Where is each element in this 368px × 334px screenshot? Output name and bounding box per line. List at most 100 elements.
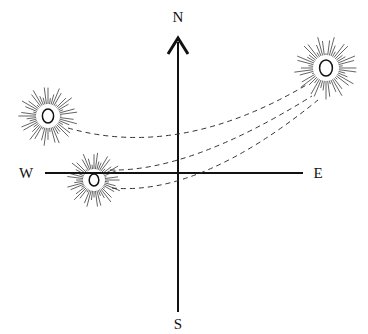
sun-ray	[48, 88, 49, 104]
sun-ray	[312, 72, 314, 74]
sun-ray	[18, 116, 36, 117]
sun-ray	[21, 112, 36, 114]
sun-ray	[69, 173, 84, 177]
sun-ray	[308, 45, 318, 58]
sun-ray	[339, 70, 356, 72]
sun-ray	[317, 52, 319, 56]
sun-ray	[101, 189, 111, 202]
sun-ray	[302, 75, 315, 82]
sun-ray	[51, 128, 55, 143]
sun-ray	[59, 121, 69, 125]
sun-ray	[339, 68, 356, 69]
sun-ray	[58, 98, 72, 109]
sun-ray	[321, 81, 323, 88]
sun-ray	[105, 180, 120, 181]
sun-ray	[300, 71, 314, 75]
sun-ray	[101, 159, 110, 171]
sun-ray	[301, 68, 313, 69]
sun-ray	[339, 71, 346, 73]
sun-symbol	[294, 37, 356, 99]
sun-ray	[91, 165, 93, 169]
sun-ray	[104, 184, 120, 190]
sun-ray	[71, 184, 84, 189]
sun-ray	[76, 180, 83, 181]
sun-ray	[94, 191, 95, 198]
sun-disk	[42, 109, 53, 123]
sun-path-arc	[112, 100, 318, 189]
sun-ray	[44, 87, 46, 104]
sun-ray	[87, 191, 91, 207]
sun-ray	[294, 70, 313, 72]
compass-direction-label: S	[174, 317, 182, 332]
sun-ray	[298, 60, 314, 64]
sun-symbol	[18, 87, 77, 145]
sun-ray	[30, 126, 41, 140]
sun-ray	[104, 171, 116, 176]
sun-ray	[30, 119, 37, 121]
sun-ray	[328, 81, 330, 97]
sun-ray	[84, 190, 89, 203]
sun-ray	[103, 187, 105, 189]
sun-ray	[318, 37, 323, 55]
sun-ray	[33, 112, 36, 114]
sun-ray	[81, 186, 84, 188]
compass-direction-label: N	[173, 10, 184, 25]
sun-symbol	[67, 153, 120, 207]
sun-ray	[105, 181, 109, 183]
sun-ray	[53, 127, 60, 143]
sun-ray	[91, 191, 92, 200]
sun-ray	[29, 101, 39, 109]
sun-ray	[323, 81, 324, 91]
sun-path-arc	[68, 84, 308, 137]
sun-ray	[95, 191, 97, 207]
sun-ray	[56, 124, 68, 136]
sun-ray	[326, 53, 327, 55]
sun-ray	[329, 37, 334, 55]
sun-ray	[72, 163, 85, 173]
sun-ray	[37, 105, 39, 107]
sun-ray	[338, 56, 355, 63]
sun-ray	[339, 65, 343, 67]
sun-ray	[55, 105, 56, 107]
sun-ray	[86, 169, 87, 171]
sun-ray	[338, 73, 347, 77]
sun-ray	[335, 77, 337, 79]
sun-ray	[105, 176, 107, 177]
sun-ray	[49, 98, 51, 104]
sun-ray	[67, 183, 83, 187]
sun-ray	[27, 118, 36, 119]
sun-ray	[48, 128, 49, 140]
sun-ray	[98, 190, 100, 196]
sun-path-arc	[110, 96, 312, 170]
sun-ray	[60, 116, 62, 117]
sun-ray	[22, 101, 38, 110]
sun-ray	[25, 107, 37, 112]
sun-ray	[41, 128, 44, 141]
sun-ray	[58, 104, 68, 110]
sun-ray	[42, 127, 44, 129]
sun-ray	[55, 126, 60, 132]
sun-ray	[60, 112, 77, 114]
sun-ray	[339, 60, 355, 64]
sun-ray	[329, 81, 331, 85]
sun-ray	[331, 80, 336, 92]
north-south-axis	[177, 42, 179, 312]
sun-ray	[59, 110, 63, 112]
sun-ray	[322, 41, 324, 55]
compass-direction-label: E	[313, 166, 322, 181]
sun-ray	[335, 46, 348, 59]
sun-ray	[326, 81, 327, 99]
sun-ray	[74, 181, 83, 182]
sun-ray	[105, 177, 118, 179]
sun-ray	[60, 118, 74, 120]
sun-group	[18, 37, 356, 207]
sun-ray	[97, 191, 101, 206]
sun-ray	[43, 98, 45, 105]
sun-ray	[87, 190, 89, 193]
sun-ray	[308, 65, 313, 67]
sun-ray	[60, 119, 77, 124]
sun-ray	[88, 159, 91, 170]
sun-ray	[307, 57, 315, 61]
sun-ray	[331, 46, 335, 56]
